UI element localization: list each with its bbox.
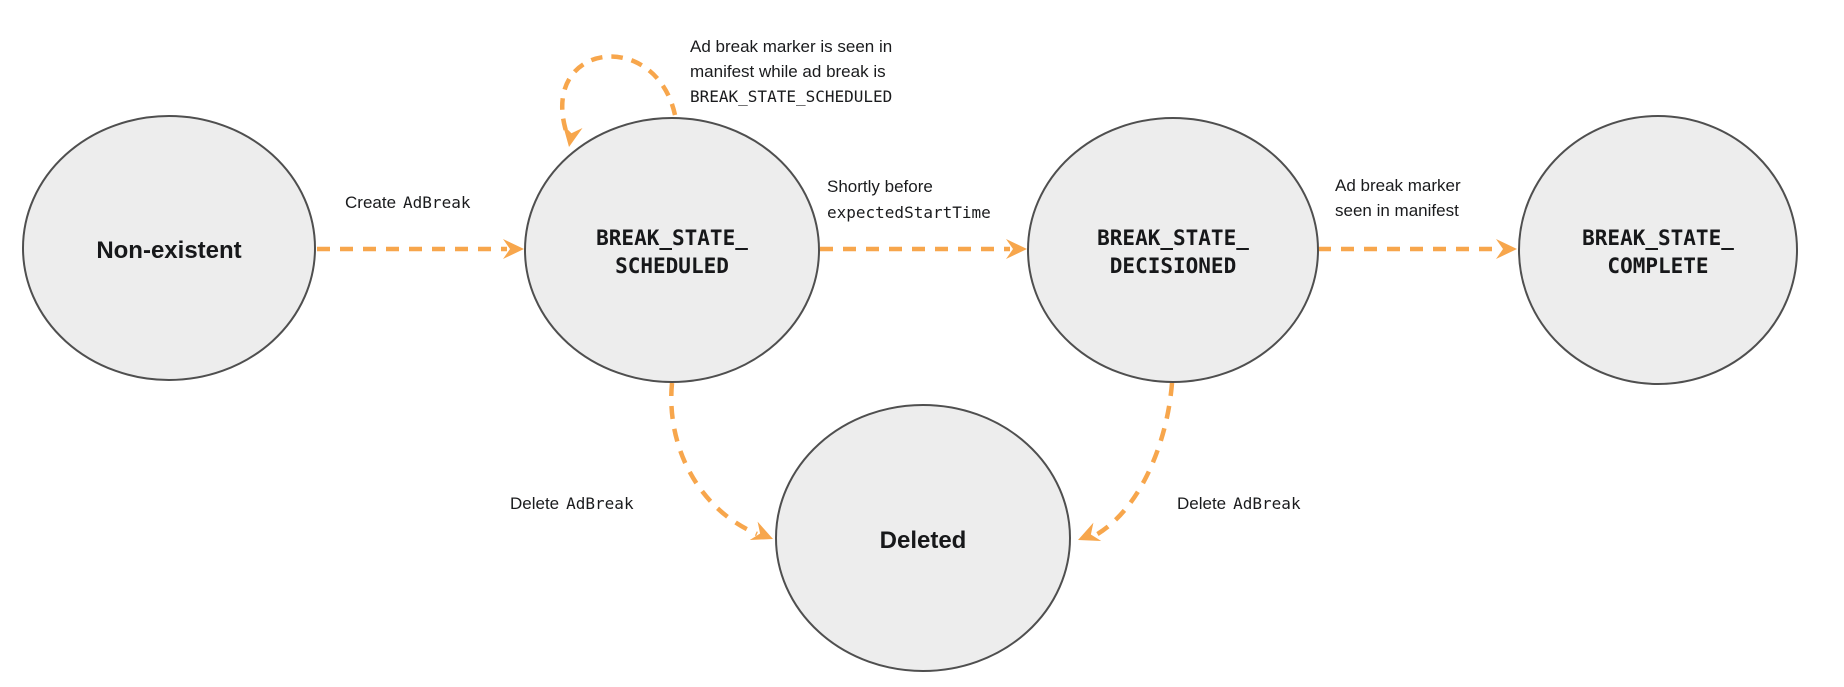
node-non-existent	[22, 115, 316, 381]
edge-label-create-adbreak: Create AdBreak	[345, 193, 471, 212]
edge-label-shortly-before-line1: Shortly before	[827, 177, 933, 196]
node-label-decisioned-line1: BREAK_STATE_	[1097, 226, 1249, 250]
node-label-scheduled-line1: BREAK_STATE_	[596, 226, 748, 250]
node-label-complete-line2: COMPLETE	[1607, 254, 1708, 278]
edge-label-self-loop-line1: Ad break marker is seen in	[690, 37, 892, 56]
edge-label-delete-decisioned-prefix: Delete	[1177, 494, 1226, 513]
arrowhead-self-loop-icon	[562, 124, 583, 147]
edge-label-delete-decisioned-code: AdBreak	[1233, 494, 1301, 513]
arrowhead-create-adbreak-icon	[503, 239, 524, 259]
edge-label-shortly-before-line2: expectedStartTime	[827, 203, 991, 222]
arrowhead-marker-seen-icon	[1496, 239, 1517, 259]
node-label-decisioned-line2: DECISIONED	[1110, 254, 1236, 278]
edge-label-create-adbreak-prefix: Create	[345, 193, 396, 212]
node-break-state-complete	[1518, 115, 1798, 385]
edge-self-loop-scheduled	[560, 54, 678, 132]
node-deleted	[775, 404, 1071, 672]
edge-label-delete-from-scheduled: Delete AdBreak	[510, 494, 634, 513]
node-label-complete-line1: BREAK_STATE_	[1582, 226, 1734, 250]
node-label-non-existent: Non-existent	[96, 237, 241, 264]
edge-label-self-loop-line2: manifest while ad break is	[690, 62, 886, 81]
node-break-state-scheduled	[524, 117, 820, 383]
edge-label-create-adbreak-code: AdBreak	[403, 193, 471, 212]
edge-label-delete-scheduled-code: AdBreak	[566, 494, 634, 513]
arrowhead-shortly-before-icon	[1006, 239, 1027, 259]
edge-label-marker-seen-line1: Ad break marker	[1335, 176, 1461, 195]
edge-label-delete-from-decisioned: Delete AdBreak	[1177, 494, 1301, 513]
node-label-deleted: Deleted	[880, 527, 967, 554]
edge-delete-from-scheduled	[669, 382, 758, 537]
edge-label-self-loop-line3: BREAK_STATE_SCHEDULED	[690, 87, 892, 106]
edge-label-delete-scheduled-prefix: Delete	[510, 494, 559, 513]
node-label-scheduled-line2: SCHEDULED	[615, 254, 729, 278]
edge-label-marker-seen-line2: seen in manifest	[1335, 201, 1459, 220]
arrowhead-delete-from-decisioned-icon	[1078, 522, 1102, 541]
arrowhead-delete-from-scheduled-icon	[749, 521, 773, 540]
node-break-state-decisioned	[1027, 117, 1319, 383]
edge-delete-from-decisioned	[1092, 382, 1175, 538]
